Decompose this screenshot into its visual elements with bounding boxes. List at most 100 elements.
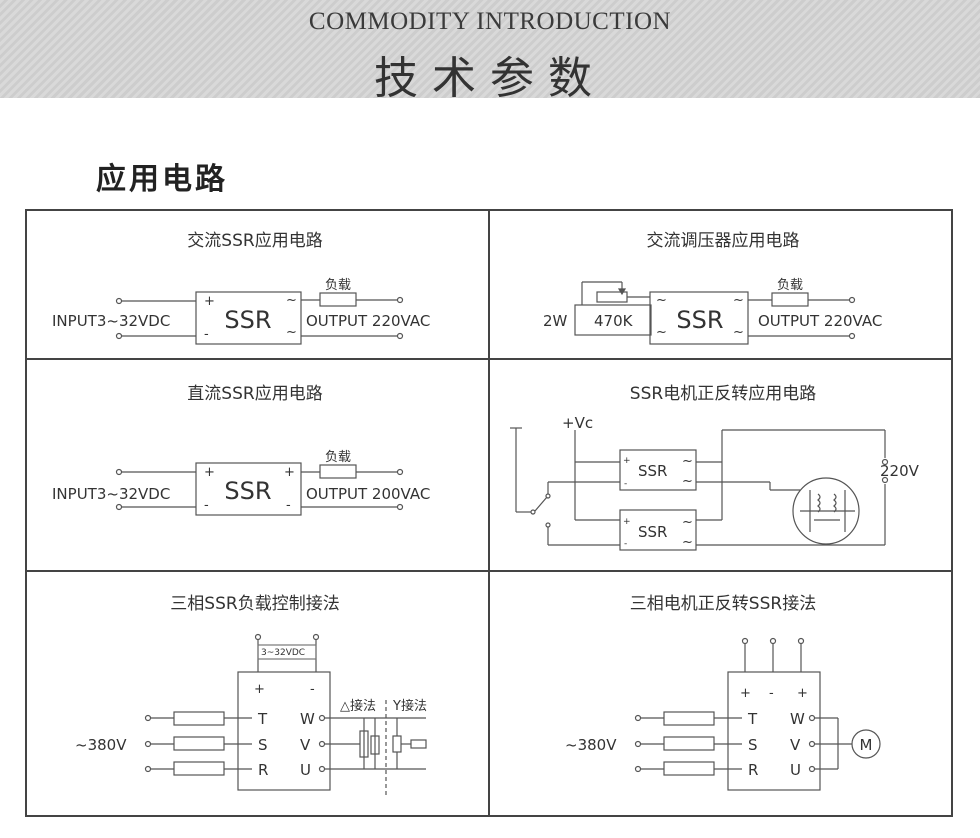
plus-sign: +	[740, 686, 751, 701]
star-label: Y接法	[392, 698, 427, 714]
terminal-s: S	[748, 736, 758, 754]
terminal-t: T	[257, 710, 268, 728]
power-label: 2W	[543, 312, 568, 330]
terminal-u: U	[300, 761, 311, 779]
ac-sign: ~	[682, 474, 693, 489]
plus-sign: +	[254, 682, 265, 697]
load-label: 负载	[325, 278, 351, 293]
ssr-three-phase	[237, 671, 331, 791]
input-label: INPUT3~32VDC	[52, 312, 170, 330]
terminal-r: R	[748, 761, 758, 779]
plus-sign: +	[797, 686, 808, 701]
delta-label: △接法	[340, 698, 376, 714]
output-label: OUTPUT 220VAC	[758, 312, 882, 330]
ssr-label: SSR	[224, 477, 271, 505]
plus-sign: +	[204, 465, 215, 480]
header-title: 技术参数	[374, 53, 606, 104]
minus-sign: -	[310, 682, 315, 697]
panel-dc-ssr: 直流SSR应用电路 SSR + - + - 负载 INPUT3~32VDC OU…	[52, 384, 430, 516]
ssr-label: SSR	[638, 462, 667, 480]
terminal-t: T	[747, 710, 758, 728]
fuse	[173, 761, 225, 776]
load-resistor	[392, 735, 402, 753]
terminal-w: W	[790, 710, 805, 728]
minus-sign: -	[624, 539, 627, 549]
ac-sign: ~	[286, 325, 297, 340]
terminal-u: U	[790, 761, 801, 779]
minus-sign: -	[204, 498, 209, 513]
fuse	[173, 711, 225, 726]
load-resistor	[771, 292, 809, 307]
load-resistor	[370, 735, 380, 755]
dc-label: 3~32VDC	[261, 648, 305, 658]
ac-sign: ~	[286, 293, 297, 308]
ac-sign: ~	[682, 535, 693, 550]
ssr-three-phase	[727, 671, 821, 791]
load-resistor	[359, 730, 369, 758]
minus-sign: -	[769, 686, 774, 701]
panel-grid	[25, 209, 953, 817]
panel-three-phase-motor: 三相电机正反转SSR接法 + - + T S R W V U ~380V	[565, 594, 881, 791]
plus-sign: +	[623, 517, 631, 527]
terminal-v: V	[300, 736, 311, 754]
minus-sign: -	[286, 498, 291, 513]
supply-label: +Vc	[562, 414, 593, 432]
plus-sign: +	[284, 465, 295, 480]
ssr-label: SSR	[638, 523, 667, 541]
output-label: OUTPUT 200VAC	[306, 485, 430, 503]
load-label: 负载	[325, 450, 351, 465]
ssr-module	[195, 291, 302, 345]
ac-label: 220V	[880, 462, 920, 480]
panel-motor-reverse: SSR电机正反转应用电路 +Vc SSR + - ~ ~ SSR + - ~ ~	[510, 384, 920, 551]
ac-label: ~380V	[565, 736, 617, 754]
resistor-label: 470K	[594, 312, 634, 330]
minus-sign: -	[624, 479, 627, 489]
motor-label: M	[860, 736, 873, 754]
plus-sign: +	[204, 294, 215, 309]
section-title: 应用电路	[96, 162, 228, 197]
load-resistor	[319, 292, 357, 307]
ssr-module	[649, 291, 749, 345]
ssr-module	[195, 462, 302, 516]
fuse	[173, 736, 225, 751]
terminal-w: W	[300, 710, 315, 728]
panel-ac-regulator: 交流调压器应用电路 SSR ~ ~ ~ ~ 2W 470K 负载 OUTPUT …	[543, 231, 882, 345]
motor-symbol	[792, 477, 860, 545]
ac-sign: ~	[733, 293, 744, 308]
ssr-label: SSR	[224, 306, 271, 334]
minus-sign: -	[204, 327, 209, 342]
input-label: INPUT3~32VDC	[52, 485, 170, 503]
ac-sign: ~	[682, 454, 693, 469]
potentiometer	[574, 304, 652, 336]
header-banner: COMMODITY INTRODUCTION 技术参数	[0, 0, 980, 104]
ssr-label: SSR	[676, 306, 723, 334]
panel-caption: 三相SSR负载控制接法	[170, 594, 339, 614]
fuse	[663, 736, 715, 751]
panel-caption: 交流SSR应用电路	[187, 231, 322, 251]
ac-label: ~380V	[75, 736, 127, 754]
ac-sign: ~	[733, 325, 744, 340]
ssr-module-reverse	[619, 509, 697, 551]
panel-caption: SSR电机正反转应用电路	[630, 384, 816, 404]
ac-sign: ~	[656, 325, 667, 340]
load-label: 负载	[777, 278, 803, 293]
output-label: OUTPUT 220VAC	[306, 312, 430, 330]
terminal-r: R	[258, 761, 268, 779]
fuse	[663, 711, 715, 726]
load-resistor	[319, 464, 357, 479]
motor-symbol	[851, 729, 881, 759]
ssr-module-forward	[619, 449, 697, 491]
panel-caption: 三相电机正反转SSR接法	[630, 594, 816, 614]
terminal-s: S	[258, 736, 268, 754]
ac-sign: ~	[656, 293, 667, 308]
terminal-v: V	[790, 736, 801, 754]
load-resistor	[410, 739, 427, 749]
panel-three-phase-load: 三相SSR负载控制接法 3~32VDC + - T S R W V U ~380…	[75, 594, 427, 795]
panel-caption: 交流调压器应用电路	[647, 231, 800, 251]
plus-sign: +	[623, 456, 631, 466]
header-subtitle: COMMODITY INTRODUCTION	[308, 8, 672, 35]
panel-ac-ssr: 交流SSR应用电路 SSR + - ~ ~ 负载 INPUT3~32VDC OU…	[52, 231, 430, 345]
panel-caption: 直流SSR应用电路	[187, 384, 322, 404]
fuse	[663, 761, 715, 776]
